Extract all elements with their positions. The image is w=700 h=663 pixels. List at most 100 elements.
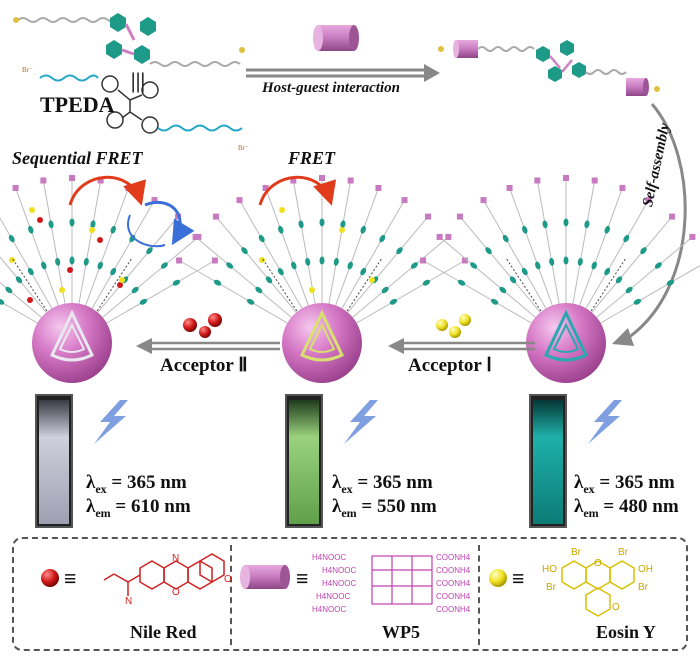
eosin-atom-ho: HO — [542, 564, 557, 575]
uv-bolt-icon — [344, 400, 378, 444]
host-guest-arrow — [246, 64, 440, 82]
amphiphile-chain — [100, 236, 199, 319]
micelle-sphere — [526, 303, 606, 383]
amphiphile-chain — [328, 180, 352, 306]
nile-atom-o1: O — [172, 587, 180, 598]
lambda-em-left: λem = 610 nm — [86, 496, 191, 520]
amphiphile-chain — [90, 199, 155, 311]
amphiphile-chain — [0, 256, 48, 315]
amphiphile-chain — [42, 180, 66, 306]
wp5-group-2: COONH4 — [436, 553, 471, 562]
amphiphile-chain — [350, 236, 449, 319]
eosin-atom-br1: Br — [571, 547, 581, 558]
amphiphile-chain — [346, 216, 429, 315]
amphiphile-chain — [15, 187, 60, 308]
wp5-group-6: COONH4 — [436, 579, 471, 588]
amphiphile-chain — [354, 260, 466, 325]
legend-box — [12, 537, 688, 651]
amphiphile-chain — [584, 199, 649, 311]
micelle-panel-left — [0, 175, 218, 528]
amphiphile-chain — [598, 265, 700, 325]
equivalence-mark: ||| — [131, 68, 146, 93]
lambda-ex-left: λex = 365 nm — [86, 472, 187, 496]
fret-label: FRET — [288, 148, 336, 168]
tpeda-chain-top — [13, 13, 245, 67]
amphiphile-chain — [578, 187, 623, 308]
eosin-atom-o1: O — [594, 558, 602, 569]
acceptor-1-balls — [436, 314, 471, 338]
svg-text:Br⁻: Br⁻ — [238, 144, 249, 152]
wp5-group-8: COONH4 — [436, 592, 471, 601]
sequential-fret-label: Sequential FRET — [12, 148, 143, 168]
amphiphile-chain — [96, 216, 179, 315]
eosin-equiv: ≡ — [512, 566, 525, 591]
eosin-atom-br2: Br — [618, 547, 628, 558]
amphiphile-chain — [459, 216, 542, 315]
amphiphile-chain — [265, 187, 310, 308]
wp5-label: WP5 — [382, 622, 420, 642]
amphiphile-chain — [0, 217, 54, 311]
nile-red-equiv: ≡ — [64, 566, 77, 591]
wp5-group-5: H4NOOC — [322, 579, 357, 588]
nile-red-legend — [41, 553, 225, 596]
amphiphile-chain — [239, 199, 304, 311]
self-assembly-arrow — [612, 103, 687, 346]
amphiphile-chain — [0, 300, 40, 325]
acceptor-2-balls — [183, 313, 222, 338]
acceptor-1-label: Acceptor Ⅰ — [408, 355, 492, 376]
amphiphile-chain — [0, 281, 44, 319]
wp5-group-9: H4NOOC — [312, 605, 347, 614]
amphiphile-chain — [509, 187, 554, 308]
tpeda-label: TPEDA — [40, 92, 115, 117]
amphiphile-chain — [215, 216, 298, 315]
acceptor-arrow-2 — [136, 338, 280, 354]
nile-atom-o2: O — [224, 574, 232, 585]
wp5-equiv: ≡ — [296, 566, 309, 591]
wp5-host-icon — [313, 25, 359, 51]
acceptor-arrow-1 — [388, 338, 535, 354]
legend-divider-2 — [478, 545, 480, 645]
eosin-atom-br4: Br — [638, 582, 648, 593]
amphiphile-chain — [78, 180, 102, 306]
amphiphile-chain — [483, 199, 548, 311]
eosin-atom-oh: OH — [638, 564, 653, 575]
amphiphile-chain — [536, 180, 560, 306]
wp5-group-7: H4NOOC — [316, 592, 351, 601]
amphiphile-chain — [178, 260, 290, 325]
amphiphile-chain — [422, 260, 534, 325]
micelle-sphere — [282, 303, 362, 383]
amphiphile-chain — [104, 260, 216, 325]
uv-bolt-icon — [94, 400, 128, 444]
legend-divider-1 — [230, 545, 232, 645]
amphiphile-chain — [334, 187, 379, 308]
host-guest-label: Host-guest interaction — [262, 80, 400, 96]
amphiphile-chain — [590, 216, 673, 315]
lambda-ex-middle: λex = 365 nm — [332, 472, 433, 496]
eosin-label: Eosin Y — [596, 622, 656, 642]
amphiphile-chain — [572, 180, 596, 306]
nile-atom-n1: N — [125, 596, 133, 607]
wp5-group-4: COONH4 — [436, 566, 471, 575]
amphiphile-chain — [195, 236, 294, 319]
amphiphile-chain — [439, 236, 538, 319]
wp5-legend — [240, 555, 433, 605]
lambda-em-right: λem = 480 nm — [574, 496, 679, 520]
eosin-legend — [489, 560, 635, 617]
lambda-ex-right: λex = 365 nm — [574, 472, 675, 496]
wp5-group-10: COONH4 — [436, 605, 471, 614]
amphiphile-chain — [340, 199, 405, 311]
eosin-atom-o2: O — [612, 602, 620, 613]
amphiphile-chain — [292, 180, 316, 306]
micelle-panel-middle — [176, 175, 468, 528]
amphiphile-chain — [594, 236, 693, 319]
lambda-em-middle: λem = 550 nm — [332, 496, 437, 520]
amphiphile-chain — [84, 187, 129, 308]
tpeda-molecule: Br⁻ Br⁻ — [22, 66, 249, 152]
svg-text:Br⁻: Br⁻ — [22, 66, 33, 74]
micelle-panel-right — [420, 175, 700, 528]
nile-atom-n2: N — [172, 553, 180, 564]
micelle-sphere — [32, 303, 112, 383]
wp5-group-1: H4NOOC — [312, 553, 347, 562]
uv-bolt-icon — [588, 400, 622, 444]
